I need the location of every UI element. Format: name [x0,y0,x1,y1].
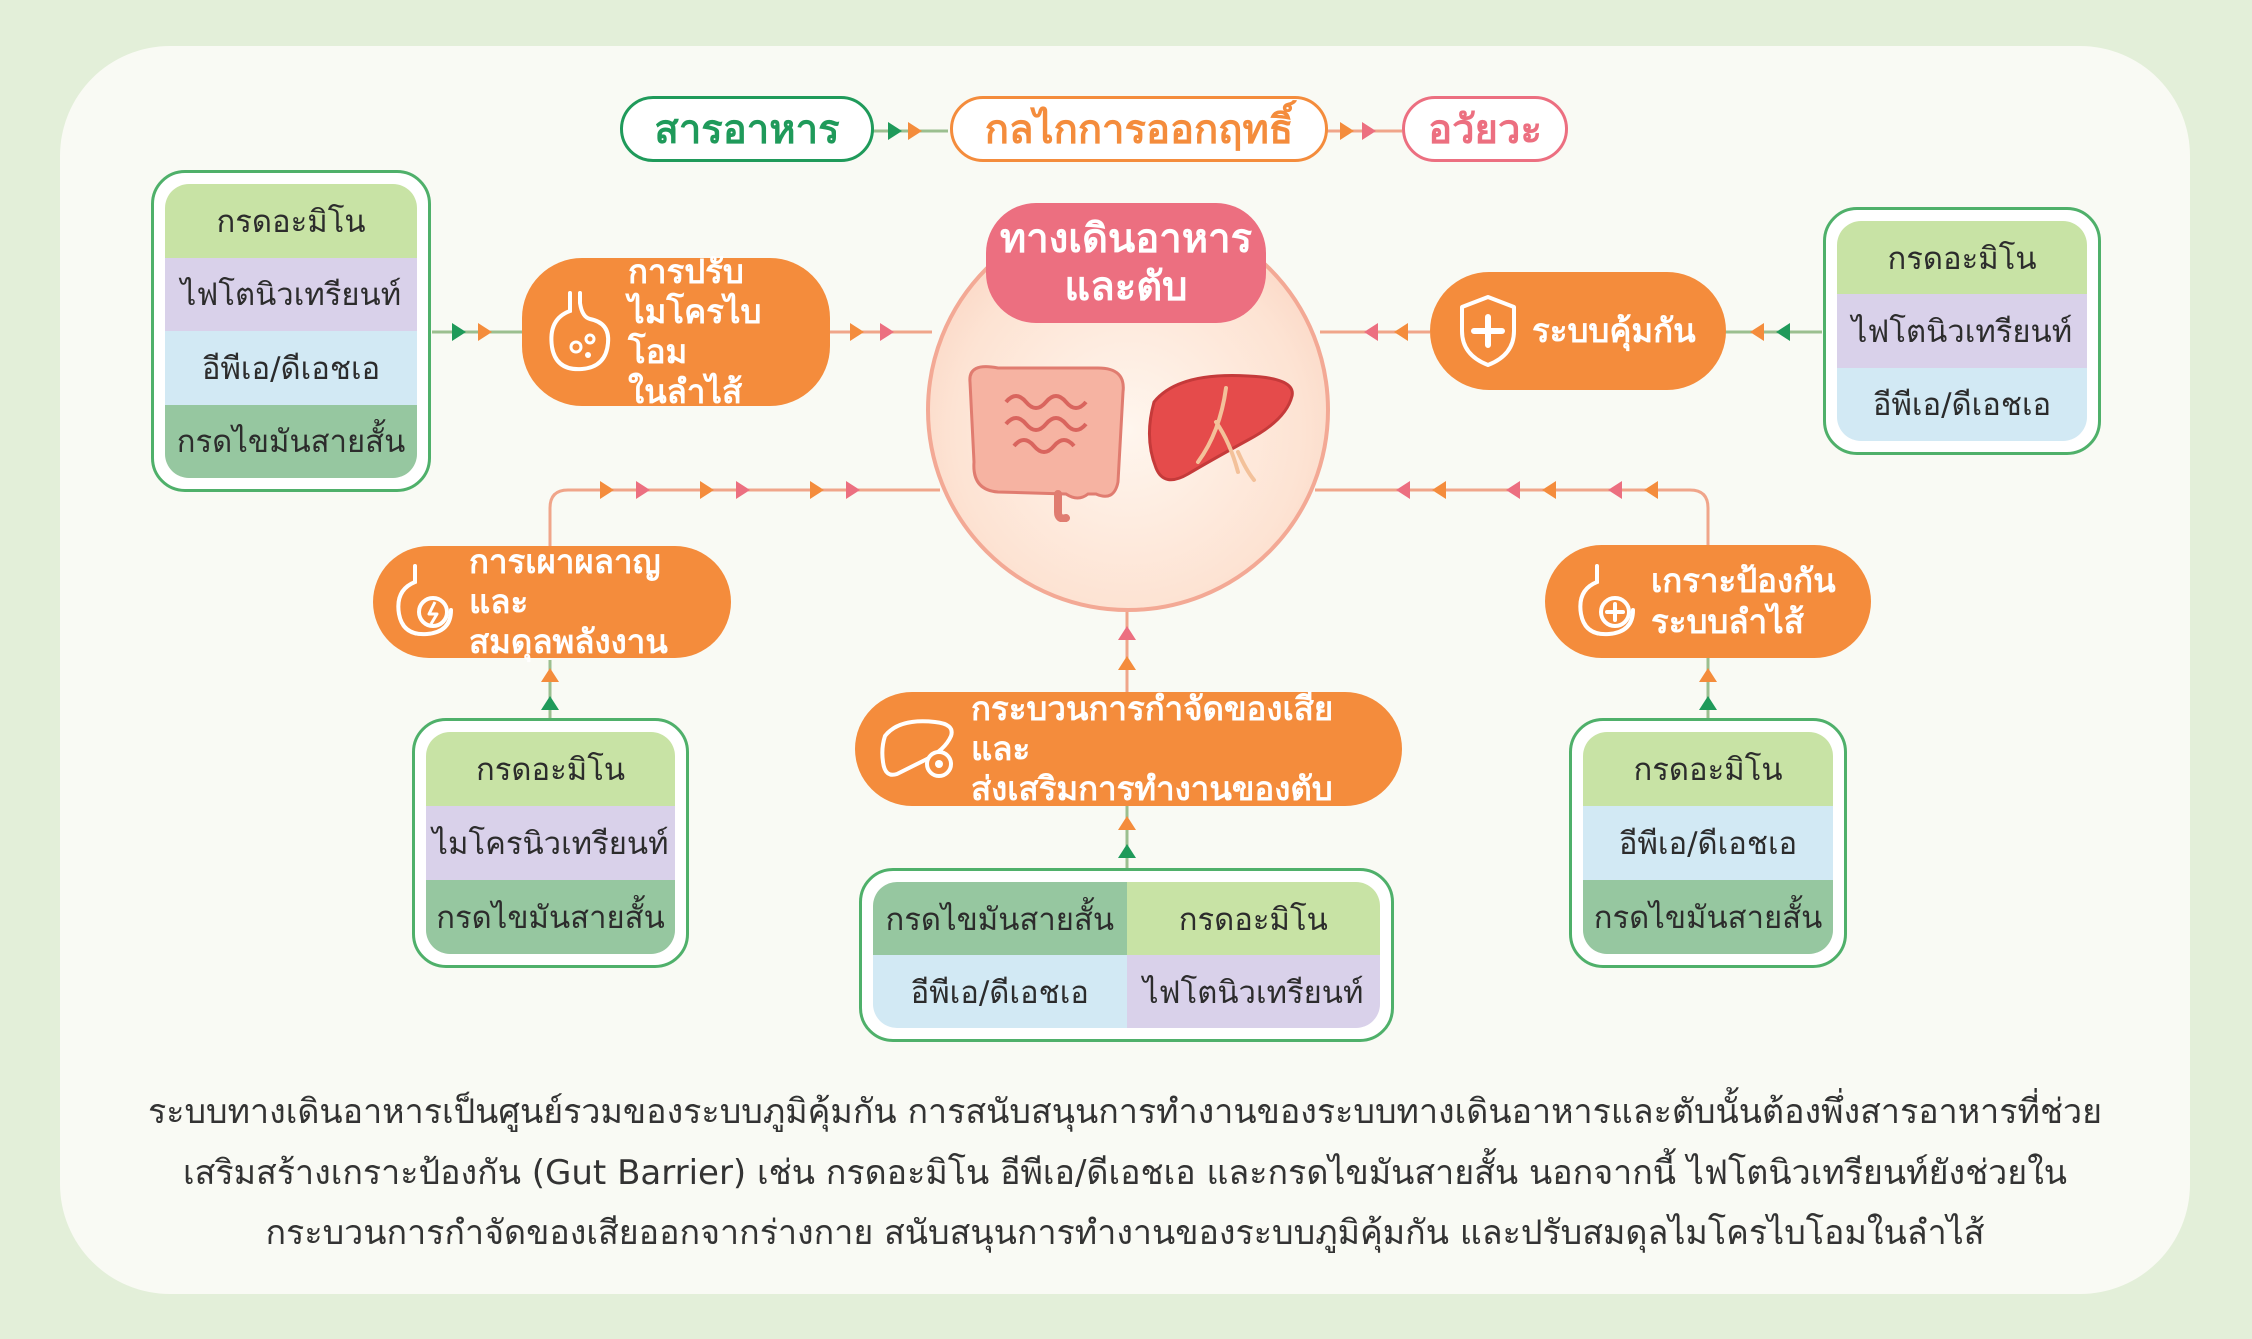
nutrient-group-right-bottom: กรดอะมิโน อีพีเอ/ดีเอชเอ กรดไขมันสายสั้น [1569,718,1847,968]
nutrient-scfa: กรดไขมันสายสั้น [873,882,1127,955]
liver-icon [1147,374,1294,482]
nutrient-amino-acid: กรดอะมิโน [1837,221,2087,295]
nutrient-amino-acid: กรดอะมิโน [426,732,675,806]
arrow-righttop-to-immune [1725,323,1822,341]
mechanism-immune-line1: ระบบคุ้มกัน [1532,310,1696,350]
nutrient-phytonutrient: ไฟโตนิวเทรียนท์ [165,257,417,331]
description-line3: กระบวนการกำจัดของเสียออกจากร่างกาย สนับส… [265,1213,1985,1254]
nutrient-amino-acid: กรดอะมิโน [1126,882,1380,955]
center-title-line1: ทางเดินอาหาร [999,216,1253,262]
header-mechanism: กลไกการออกฤทธิ์ [950,96,1328,162]
nutrient-epa-dha: อีพีเอ/ดีเอชเอ [873,955,1127,1028]
arrow-center-to-barrier [1315,481,1710,546]
arrow-leftbottom-to-metabolism [541,660,559,720]
nutrient-group-center-bottom: กรดไขมันสายสั้น กรดอะมิโน อีพีเอ/ดีเอชเอ… [859,868,1394,1042]
nutrient-epa-dha: อีพีเอ/ดีเอชเอ [1583,806,1833,880]
nutrient-epa-dha: อีพีเอ/ดีเอชเอ [1837,367,2087,441]
header-nutrients: สารอาหาร [620,96,874,162]
mechanism-microbiome: การปรับ ไมโครไบโอม ในลำไส้ [522,252,830,411]
header-arrow-2 [1325,122,1402,140]
arrow-immune-to-center [1320,323,1430,341]
mechanism-microbiome-line3: ในลำไส้ [628,372,743,412]
header-organ: อวัยวะ [1402,96,1568,162]
stomach-energy-icon [396,564,453,637]
center-title: ทางเดินอาหาร และตับ [986,203,1266,323]
intestine-icon [968,365,1125,522]
stomach-bacteria-icon [549,291,611,372]
nutrient-phytonutrient: ไฟโตนิวเทรียนท์ [1837,294,2087,368]
nutrient-amino-acid: กรดอะมิโน [1583,732,1833,806]
organ-illustration [968,365,1294,522]
mechanism-microbiome-line2: ไมโครไบโอม [628,291,762,371]
mechanism-immune: ระบบคุ้มกัน [1430,272,1726,390]
mechanism-barrier-line1: เกราะป้องกัน [1651,561,1836,601]
mechanism-metabolism-line2: สมดุลพลังงาน [469,622,668,662]
mechanism-metabolism: การเผาผลาญและ สมดุลพลังงาน [373,542,731,661]
nutrient-group-right-top: กรดอะมิโน ไฟโตนิวเทรียนท์ อีพีเอ/ดีเอชเอ [1823,207,2101,455]
description-line1: ระบบทางเดินอาหารเป็นศูนย์รวมของระบบภูมิค… [147,1092,2103,1132]
arrow-rightbottom-to-barrier [1699,658,1717,720]
description-paragraph: ระบบทางเดินอาหารเป็นศูนย์รวมของระบบภูมิค… [110,1082,2140,1264]
arrow-center-to-metabolism [548,481,940,548]
mechanism-barrier: เกราะป้องกัน ระบบลำไส้ [1545,545,1871,658]
nutrient-scfa: กรดไขมันสายสั้น [1583,880,1833,954]
mechanism-microbiome-line1: การปรับ [628,251,744,291]
nutrient-amino-acid: กรดอะมิโน [165,184,417,258]
arrow-detox-to-center [1118,612,1136,692]
nutrient-phytonutrient: ไฟโตนิวเทรียนท์ [1126,955,1380,1028]
nutrient-group-left-bottom: กรดอะมิโน ไมโครนิวเทรียนท์ กรดไขมันสายสั… [412,718,689,968]
mechanism-barrier-line2: ระบบลำไส้ [1651,601,1804,641]
stomach-plus-icon [1578,563,1635,636]
arrow-microbiome-to-center [828,323,932,341]
shield-plus-icon [1460,295,1516,367]
mechanism-detox-line2: ส่งเสริมการทำงานของตับ [971,769,1333,809]
nutrient-micronutrient: ไมโครนิวเทรียนท์ [426,806,675,880]
nutrient-scfa: กรดไขมันสายสั้น [426,880,675,954]
arrow-centerbottom-to-detox [1118,805,1136,868]
arrow-lefttop-to-microbiome [432,323,524,341]
center-title-line2: และตับ [1064,264,1188,310]
mechanism-detox: กระบวนการกำจัดของเสียและ ส่งเสริมการทำงา… [855,688,1402,809]
nutrient-scfa: กรดไขมันสายสั้น [165,404,417,478]
description-line2: เสริมสร้างเกราะป้องกัน (Gut Barrier) เช่… [182,1152,2068,1193]
mechanism-detox-line1: กระบวนการกำจัดของเสียและ [971,688,1334,768]
header-arrow-1 [873,122,948,140]
nutrient-group-left-top: กรดอะมิโน ไฟโตนิวเทรียนท์ อีพีเอ/ดีเอชเอ… [151,170,431,492]
nutrient-epa-dha: อีพีเอ/ดีเอชเอ [165,331,417,405]
mechanism-metabolism-line1: การเผาผลาญและ [469,541,661,621]
liver-target-icon [880,719,954,778]
